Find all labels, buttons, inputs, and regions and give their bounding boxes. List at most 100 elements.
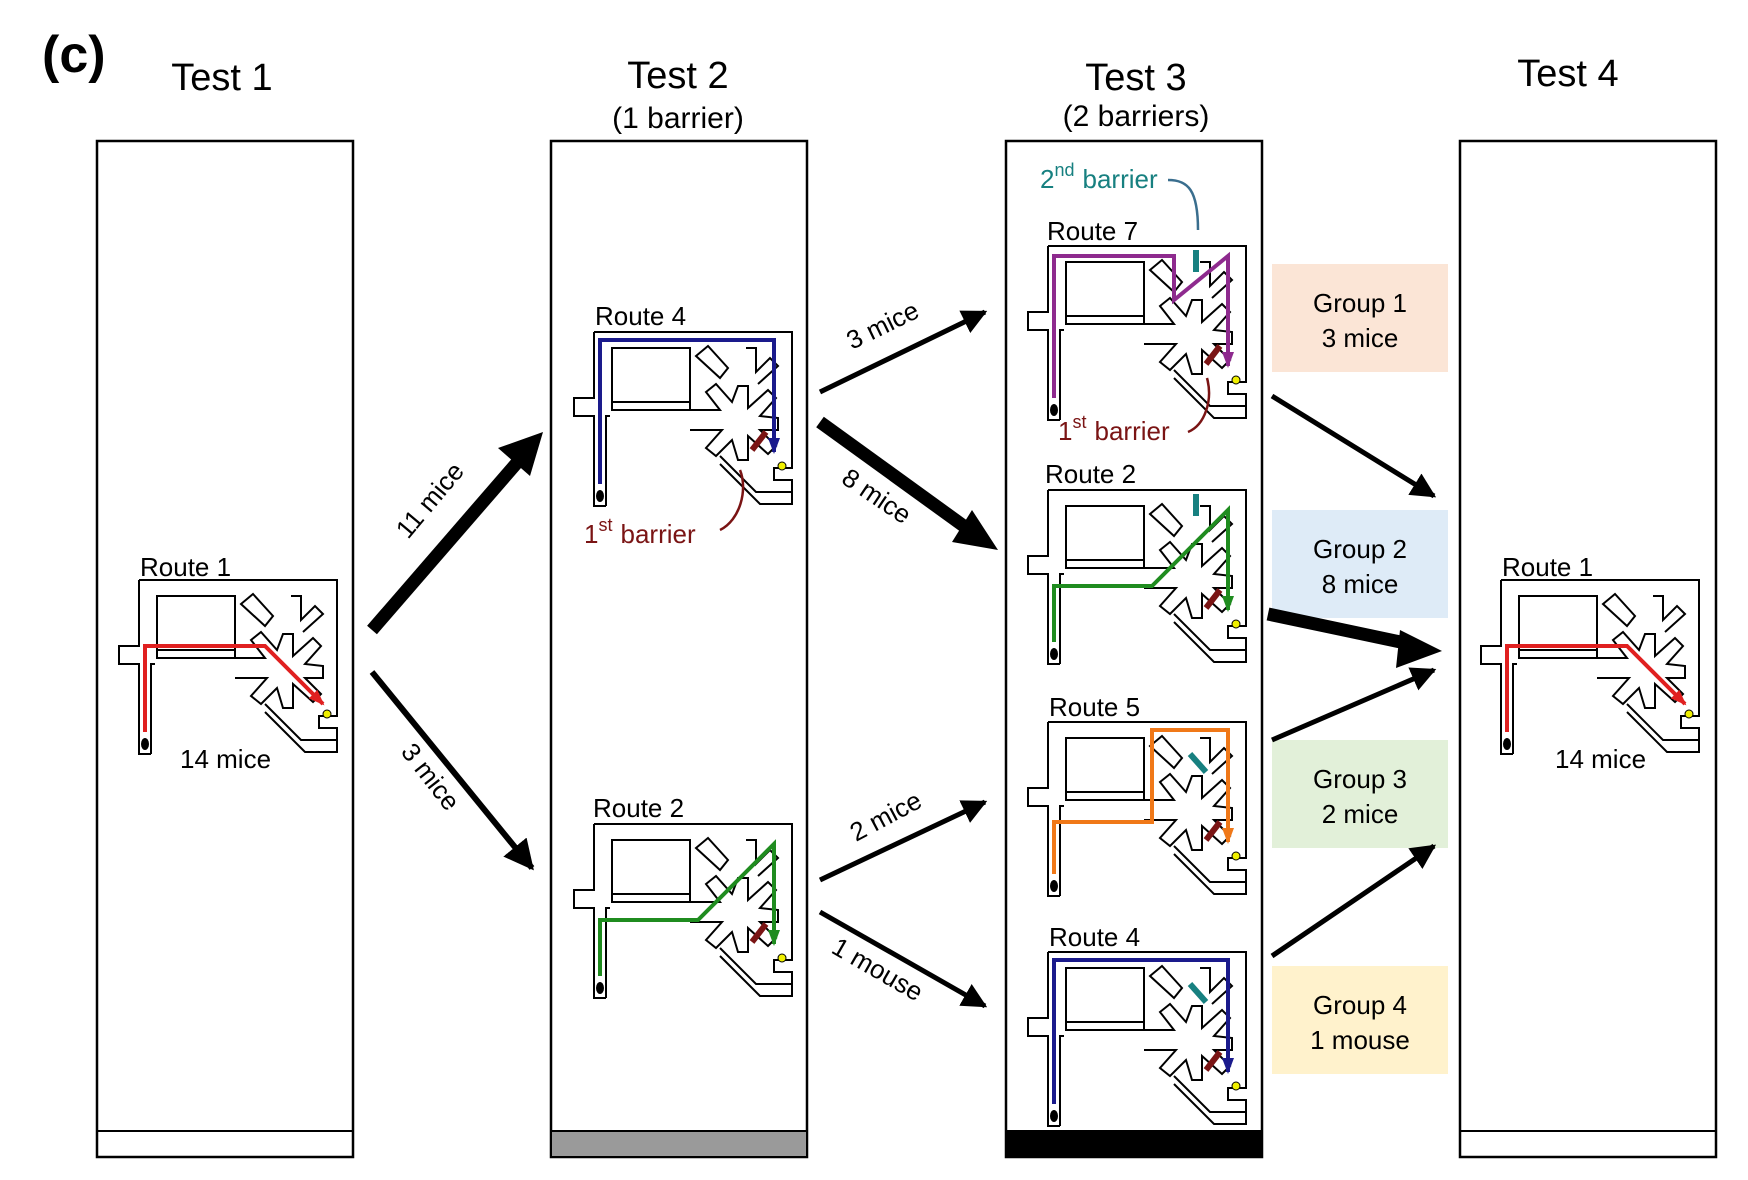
goal-icon [777, 953, 787, 963]
maze-5-label: Route 2 [1045, 459, 1136, 489]
mouse-icon [141, 738, 149, 750]
second-barrier-word: barrier [1083, 164, 1158, 194]
arrow-route4-to-route2 [816, 416, 998, 550]
maze-3-route-arrowhead [768, 930, 780, 946]
test-3-second-barrier-callout: 2nd barrier [1040, 160, 1200, 231]
group-1-name: Group 1 [1313, 288, 1407, 318]
group-1-box: Group 1 3 mice [1272, 264, 1448, 372]
test-2-subtitle: (1 barrier) [612, 102, 744, 135]
first-barrier-sup: st [598, 515, 612, 535]
maze-7-route-arrowhead [1222, 1058, 1234, 1074]
arrow-label-8-mice: 8 mice [837, 462, 917, 530]
arrow-test1-to-route4 [367, 432, 543, 635]
goal-icon [1231, 1081, 1241, 1091]
test-3-box [1004, 139, 1264, 1159]
maze-2 [573, 331, 793, 507]
test-3-title: Test 3 [1085, 57, 1186, 99]
maze-4-label: Route 7 [1047, 216, 1138, 246]
arrow-route2-to-route4 [818, 909, 988, 1009]
mouse-icon [596, 982, 604, 994]
maze-7-route-line [1052, 958, 1230, 1104]
first-barrier-mark [1203, 344, 1223, 366]
mouse-icon [596, 490, 604, 502]
first-barrier-base: 1 [1058, 416, 1072, 446]
maze-6-label: Route 5 [1049, 692, 1140, 722]
mouse-icon [1503, 738, 1511, 750]
maze-6-route-arrowhead [1222, 828, 1234, 844]
maze-8-route-line [1505, 644, 1687, 732]
maze-2-route-arrowhead [768, 438, 780, 454]
goal-icon [322, 709, 332, 719]
first-barrier-mark [1203, 588, 1223, 610]
goal-icon [1684, 709, 1694, 719]
arrow-test1-to-route2 [369, 670, 535, 871]
panel-label: (c) [42, 26, 106, 84]
test-2-box [549, 139, 809, 1159]
maze-8-label: Route 1 [1502, 552, 1593, 582]
maze-1-count: 14 mice [180, 744, 271, 774]
maze-4 [1027, 245, 1247, 421]
goal-icon [1231, 851, 1241, 861]
maze-4-route-line [1052, 251, 1230, 398]
test-3-subtitle: (2 barriers) [1063, 100, 1210, 133]
test-4-box [1458, 139, 1718, 1159]
arrow-group4-to-test4 [1270, 843, 1437, 959]
maze-5 [1027, 489, 1247, 665]
maze-6 [1027, 721, 1247, 897]
goal-icon [1231, 619, 1241, 629]
group-1-count: 3 mice [1322, 323, 1399, 353]
maze-2-label: Route 4 [595, 301, 686, 331]
test-1-box [95, 139, 355, 1159]
goal-icon [1231, 375, 1241, 385]
maze-1-route-line [143, 644, 325, 732]
maze-4-route-arrowhead [1222, 352, 1234, 368]
maze-3-route-line [598, 839, 776, 976]
first-barrier-word: barrier [620, 519, 695, 549]
maze-5-route-line [1052, 505, 1230, 642]
first-barrier-mark [1203, 1050, 1223, 1072]
first-barrier-mark [1203, 820, 1223, 842]
maze-8-count: 14 mice [1555, 744, 1646, 774]
maze-1-route-arrowhead [308, 689, 325, 706]
second-barrier-base: 2 [1040, 164, 1054, 194]
maze-1 [118, 579, 338, 755]
group-2-box: Group 2 8 mice [1272, 510, 1448, 618]
first-barrier-mark [749, 430, 769, 452]
test-3-first-barrier-callout: 1st barrier [1058, 377, 1211, 446]
group-4-box: Group 4 1 mouse [1272, 966, 1448, 1074]
arrow-group3-to-test4 [1271, 667, 1437, 743]
test-2-first-barrier-callout: 1st barrier [584, 469, 745, 549]
maze-7 [1027, 951, 1247, 1127]
maze-8 [1480, 579, 1700, 755]
arrow-route4-to-route7 [818, 309, 988, 395]
mouse-icon [1050, 1110, 1058, 1122]
maze-6-route-line [1052, 728, 1230, 874]
group-4-count: 1 mouse [1310, 1025, 1410, 1055]
maze-3-label: Route 2 [593, 793, 684, 823]
group-3-name: Group 3 [1313, 764, 1407, 794]
first-barrier-base: 1 [584, 519, 598, 549]
maze-5-route-arrowhead [1222, 596, 1234, 612]
first-barrier-word: barrier [1094, 416, 1169, 446]
group-2-count: 8 mice [1322, 569, 1399, 599]
mouse-icon [1050, 404, 1058, 416]
maze-2-route-line [598, 338, 776, 484]
second-barrier-sup: nd [1054, 160, 1074, 180]
second-barrier-mark [1187, 752, 1209, 774]
mouse-icon [1050, 880, 1058, 892]
arrow-route2-to-route5 [818, 799, 988, 883]
mouse-icon [1050, 648, 1058, 660]
group-4-name: Group 4 [1313, 990, 1407, 1020]
group-3-box: Group 3 2 mice [1272, 740, 1448, 848]
maze-8-route-arrowhead [1670, 689, 1687, 706]
first-barrier-sup: st [1072, 412, 1086, 432]
test-4-title: Test 4 [1517, 53, 1618, 95]
test-2-title: Test 2 [627, 55, 728, 97]
second-barrier-mark [1187, 982, 1209, 1004]
maze-7-label: Route 4 [1049, 922, 1140, 952]
maze-1-label: Route 1 [140, 552, 231, 582]
arrow-group2-to-test4 [1266, 607, 1442, 668]
